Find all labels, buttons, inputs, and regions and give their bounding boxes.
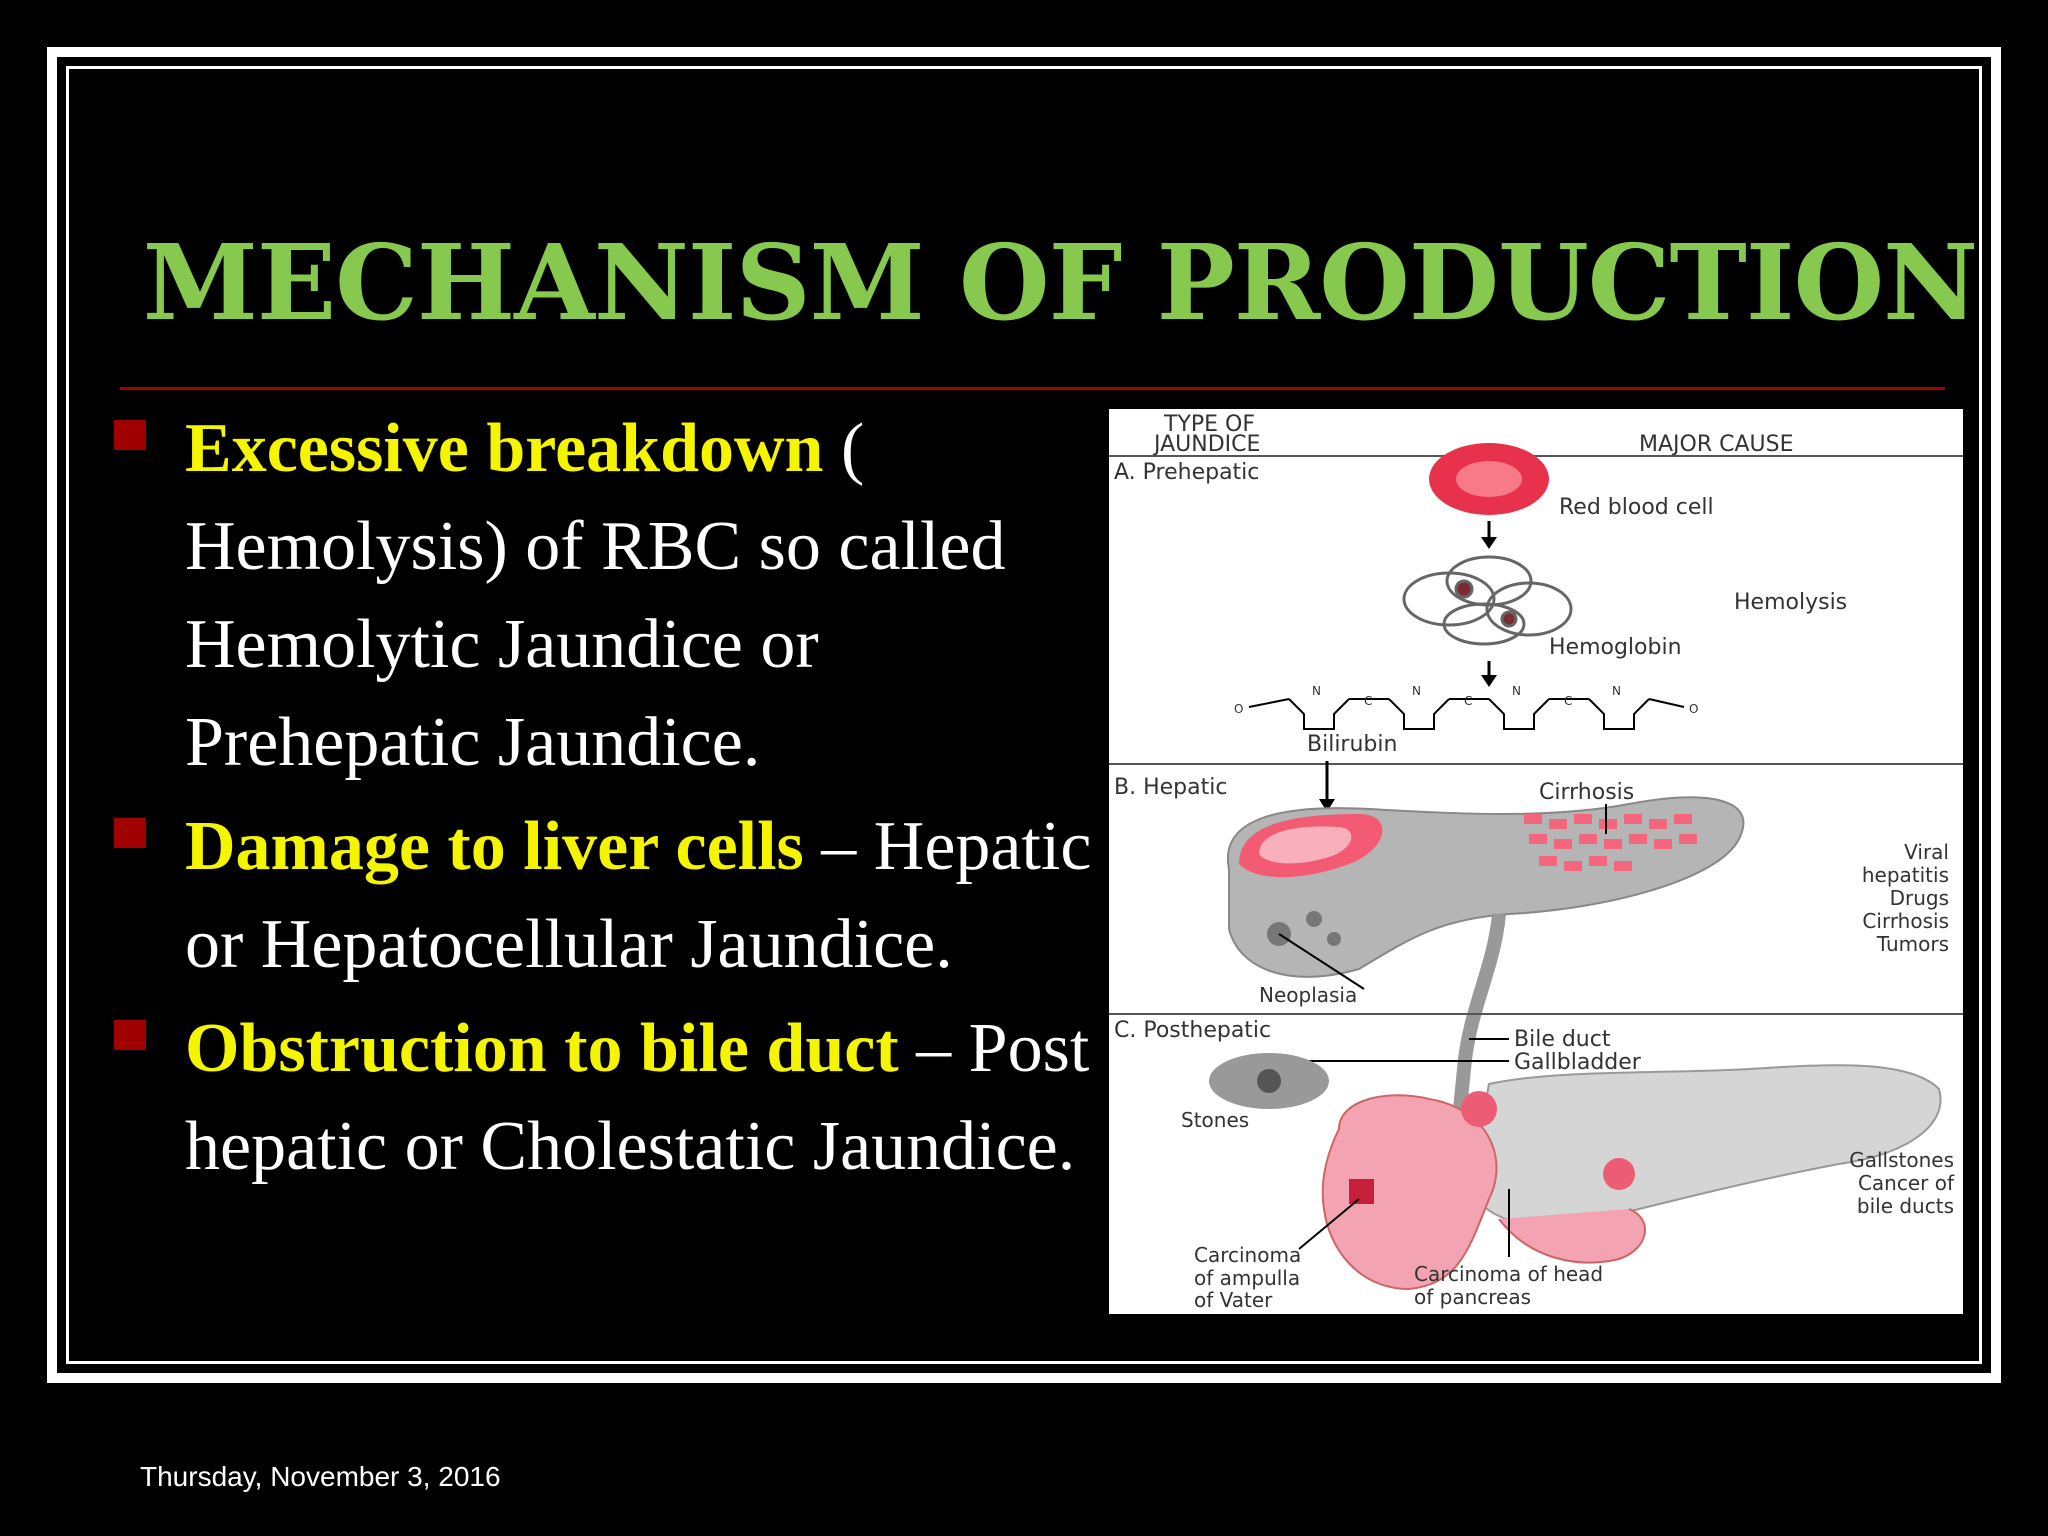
- hepatic-label: B. Hepatic: [1114, 775, 1227, 800]
- bilirubin-atom: N: [1612, 684, 1621, 698]
- bullet-text: – Post hepatic or Cholestatic Jaundice.: [185, 1010, 1090, 1185]
- stones-label: Stones: [1181, 1108, 1249, 1132]
- bullet-highlight: Damage to liver cells: [185, 808, 804, 885]
- duodenum-loop: [1498, 1208, 1646, 1264]
- bilirubin-atom: O: [1689, 702, 1698, 716]
- cause-bile-ducts: bile ducts: [1857, 1194, 1954, 1218]
- bilirubin-atom: C: [1464, 694, 1472, 708]
- carcinoma-ampulla-label: Carcinoma: [1194, 1243, 1301, 1267]
- liver-inflamed-center: [1259, 826, 1352, 864]
- prehepatic-label: A. Prehepatic: [1114, 460, 1259, 485]
- duct-cross-section: [1461, 1091, 1497, 1127]
- rbc-center: [1456, 461, 1522, 497]
- bilirubin-structure-icon: [1248, 698, 1685, 730]
- hemolysis-label: Hemolysis: [1734, 590, 1847, 615]
- slide-date: Thursday, November 3, 2016: [140, 1461, 501, 1492]
- bilirubin-label: Bilirubin: [1307, 732, 1397, 757]
- neoplasia-label: Neoplasia: [1259, 983, 1357, 1007]
- bullet-text: – Hepatic or Hepatocellular Jaundice.: [185, 808, 1092, 983]
- neoplasia-pointer: [1278, 933, 1365, 990]
- bullet-highlight: Obstruction to bile duct: [185, 1010, 899, 1087]
- cause-cirrhosis: Cirrhosis: [1862, 909, 1949, 933]
- bilirubin-atom: N: [1312, 684, 1321, 698]
- jaundice-diagram-svg: TYPE OF JAUNDICE MAJOR CAUSE A. Prehepat…: [1109, 412, 1963, 1312]
- slide-frame-outer: [47, 47, 2001, 1383]
- cause-viral: Viral: [1904, 840, 1949, 864]
- cirrhosis-spots: [1524, 814, 1697, 871]
- arrow-down-icon: [1481, 675, 1497, 687]
- arrow-down-icon: [1319, 799, 1335, 812]
- carcinoma-head-label: Carcinoma of head: [1414, 1262, 1603, 1286]
- square-bullet-icon: [114, 420, 146, 450]
- square-bullet-icon: [114, 1020, 146, 1050]
- jaundice-types-diagram: TYPE OF JAUNDICE MAJOR CAUSE A. Prehepat…: [1109, 409, 1963, 1314]
- bullet-highlight: Excessive breakdown: [185, 410, 824, 487]
- cause-gallstones: Gallstones: [1849, 1148, 1954, 1172]
- slide-frame-inner: [66, 66, 1982, 1364]
- square-bullet-icon: [114, 818, 146, 848]
- bilirubin-atom: N: [1512, 684, 1521, 698]
- bullet-list: Excessive breakdown ( Hemolysis) of RBC …: [110, 400, 1110, 1202]
- header-type-label-2: JAUNDICE: [1152, 432, 1260, 457]
- duct-cross-section: [1603, 1158, 1635, 1190]
- neoplasia-spot: [1306, 911, 1322, 927]
- bilirubin-atom: C: [1564, 694, 1572, 708]
- ampulla-pointer: [1298, 1198, 1360, 1250]
- cause-drugs: Drugs: [1890, 886, 1949, 910]
- bilirubin-atom: O: [1234, 702, 1243, 716]
- cause-cancer-of: Cancer of: [1858, 1171, 1955, 1195]
- gallstone-icon: [1257, 1069, 1281, 1093]
- bilirubin-atom: C: [1364, 694, 1372, 708]
- duodenum-icon: [1321, 1094, 1498, 1291]
- hemoglobin-icon: [1402, 555, 1573, 646]
- rbc-label: Red blood cell: [1559, 495, 1714, 520]
- bilirubin-atom: N: [1412, 684, 1421, 698]
- cirrhosis-label: Cirrhosis: [1539, 780, 1634, 805]
- neoplasia-spot: [1327, 932, 1341, 946]
- cause-hepatitis: hepatitis: [1862, 863, 1949, 887]
- carcinoma-ampulla-label-3: of Vater: [1194, 1288, 1273, 1312]
- bullet-item: Damage to liver cells – Hepatic or Hepat…: [110, 798, 1110, 994]
- header-cause-label: MAJOR CAUSE: [1639, 432, 1794, 457]
- carcinoma-head-label-2: of pancreas: [1414, 1285, 1531, 1309]
- bullet-item: Obstruction to bile duct – Post hepatic …: [110, 1000, 1110, 1196]
- carcinoma-ampulla-label-2: of ampulla: [1194, 1266, 1300, 1290]
- header-type-label: TYPE OF: [1163, 412, 1255, 437]
- posthepatic-label: C. Posthepatic: [1114, 1018, 1271, 1043]
- slide-title: MECHANISM OF PRODUCTION: [142, 221, 1978, 344]
- bile-duct-label: Bile duct: [1514, 1027, 1611, 1052]
- bullet-text: ( Hemolysis) of RBC so called Hemolytic …: [185, 410, 1006, 781]
- hemoglobin-label: Hemoglobin: [1549, 635, 1682, 660]
- ampulla-marker: [1349, 1179, 1374, 1204]
- title-divider: [120, 387, 1945, 390]
- arrow-down-icon: [1481, 537, 1497, 549]
- bile-duct-tube: [1450, 913, 1506, 1140]
- cause-tumors: Tumors: [1876, 932, 1949, 956]
- gallbladder-label: Gallbladder: [1514, 1050, 1642, 1075]
- bullet-item: Excessive breakdown ( Hemolysis) of RBC …: [110, 400, 1110, 792]
